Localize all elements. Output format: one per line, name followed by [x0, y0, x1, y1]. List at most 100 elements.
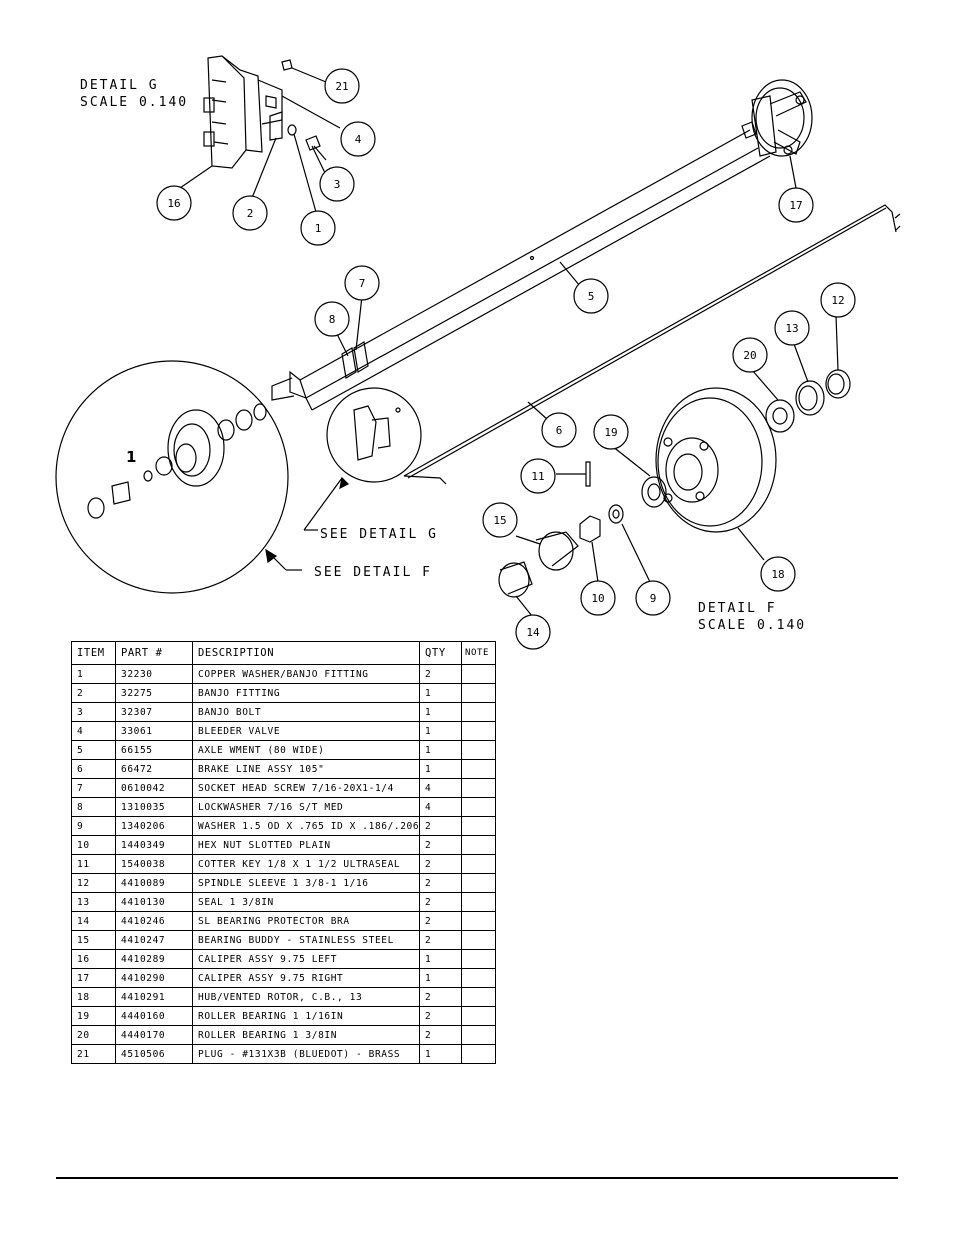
- cell-note: [461, 949, 496, 969]
- balloon-label: 10: [591, 592, 604, 605]
- cell-qty: 2: [419, 1025, 462, 1045]
- cell-note: [461, 987, 496, 1007]
- balloon-circle: [344, 265, 380, 301]
- footer-rule: [56, 1177, 898, 1179]
- cell-qty: 1: [419, 740, 462, 760]
- balloon-label: 7: [359, 277, 366, 290]
- caliper-left-detail-g: [203, 55, 327, 169]
- cell-item: 3: [71, 702, 116, 722]
- cell-part: 1440349: [115, 835, 193, 855]
- cell-note: [461, 854, 496, 874]
- detail-g-scale: SCALE 0.140: [80, 95, 188, 110]
- cell-note: [461, 797, 496, 817]
- cell-item: 17: [71, 968, 116, 988]
- balloon-label: 4: [355, 133, 362, 146]
- cell-description: BRAKE LINE ASSY 105": [192, 759, 420, 779]
- cell-item: 7: [71, 778, 116, 798]
- cell-description: SL BEARING PROTECTOR BRA: [192, 911, 420, 931]
- cell-item: 8: [71, 797, 116, 817]
- cell-part: 4410246: [115, 911, 193, 931]
- cell-item: 1: [71, 664, 116, 684]
- cell-part: 32307: [115, 702, 193, 722]
- cell-description: ROLLER BEARING 1 1/16IN: [192, 1006, 420, 1026]
- cell-description: CALIPER ASSY 9.75 LEFT: [192, 949, 420, 969]
- cell-part: 4440160: [115, 1006, 193, 1026]
- small-parts: [498, 369, 851, 598]
- balloon-label: 16: [167, 197, 180, 210]
- cell-item: 9: [71, 816, 116, 836]
- cell-item: 12: [71, 873, 116, 893]
- cell-item: 10: [71, 835, 116, 855]
- cell-part: 66155: [115, 740, 193, 760]
- cell-note: [461, 968, 496, 988]
- cell-note: [461, 1006, 496, 1026]
- cell-description: COPPER WASHER/BANJO FITTING: [192, 664, 420, 684]
- caliper-right: [741, 79, 813, 157]
- cell-item: 2: [71, 683, 116, 703]
- cell-description: LOCKWASHER 7/16 S/T MED: [192, 797, 420, 817]
- header-item: ITEM: [71, 641, 116, 665]
- balloon-label: 12: [831, 294, 844, 307]
- cell-note: [461, 835, 496, 855]
- cell-part: 33061: [115, 721, 193, 741]
- cell-part: 32275: [115, 683, 193, 703]
- cell-description: ROLLER BEARING 1 3/8IN: [192, 1025, 420, 1045]
- balloon-label: 13: [785, 322, 798, 335]
- cell-note: [461, 721, 496, 741]
- cell-description: PLUG - #131X3B (BLUEDOT) - BRASS: [192, 1044, 420, 1064]
- balloon-label: 1: [315, 222, 322, 235]
- cell-qty: 2: [419, 854, 462, 874]
- balloon-label: 8: [329, 313, 336, 326]
- cell-description: COTTER KEY 1/8 X 1 1/2 ULTRASEAL: [192, 854, 420, 874]
- cell-item: 4: [71, 721, 116, 741]
- cell-qty: 1: [419, 721, 462, 741]
- header-description: DESCRIPTION: [192, 641, 420, 665]
- balloon-circle: [515, 614, 551, 650]
- cell-item: 21: [71, 1044, 116, 1064]
- axle-tube: [271, 129, 771, 411]
- balloon-label: 19: [604, 426, 617, 439]
- balloon-label: 6: [556, 424, 563, 437]
- cell-item: 14: [71, 911, 116, 931]
- header-qty: QTY: [419, 641, 462, 665]
- cell-qty: 1: [419, 1044, 462, 1064]
- balloon-circle: [774, 310, 810, 346]
- balloon-circle: [541, 412, 577, 448]
- cell-note: [461, 1044, 496, 1064]
- detail-f-title: DETAIL F: [698, 601, 777, 616]
- cell-description: BANJO FITTING: [192, 683, 420, 703]
- cell-description: SOCKET HEAD SCREW 7/16-20X1-1/4: [192, 778, 420, 798]
- balloon-label: 14: [526, 626, 540, 639]
- cell-item: 5: [71, 740, 116, 760]
- cell-qty: 4: [419, 797, 462, 817]
- balloon-circle: [732, 337, 768, 373]
- cell-note: [461, 759, 496, 779]
- cell-qty: 2: [419, 892, 462, 912]
- balloon-label: 3: [334, 178, 341, 191]
- cell-description: HEX NUT SLOTTED PLAIN: [192, 835, 420, 855]
- cell-note: [461, 873, 496, 893]
- balloon-circle: [635, 580, 671, 616]
- cell-qty: 1: [419, 759, 462, 779]
- cell-item: 11: [71, 854, 116, 874]
- cell-part: 4410290: [115, 968, 193, 988]
- cell-description: AXLE WMENT (80 WIDE): [192, 740, 420, 760]
- cell-description: BANJO BOLT: [192, 702, 420, 722]
- balloon-label: 21: [335, 80, 348, 93]
- cell-part: 0610042: [115, 778, 193, 798]
- balloon-circle: [573, 278, 609, 314]
